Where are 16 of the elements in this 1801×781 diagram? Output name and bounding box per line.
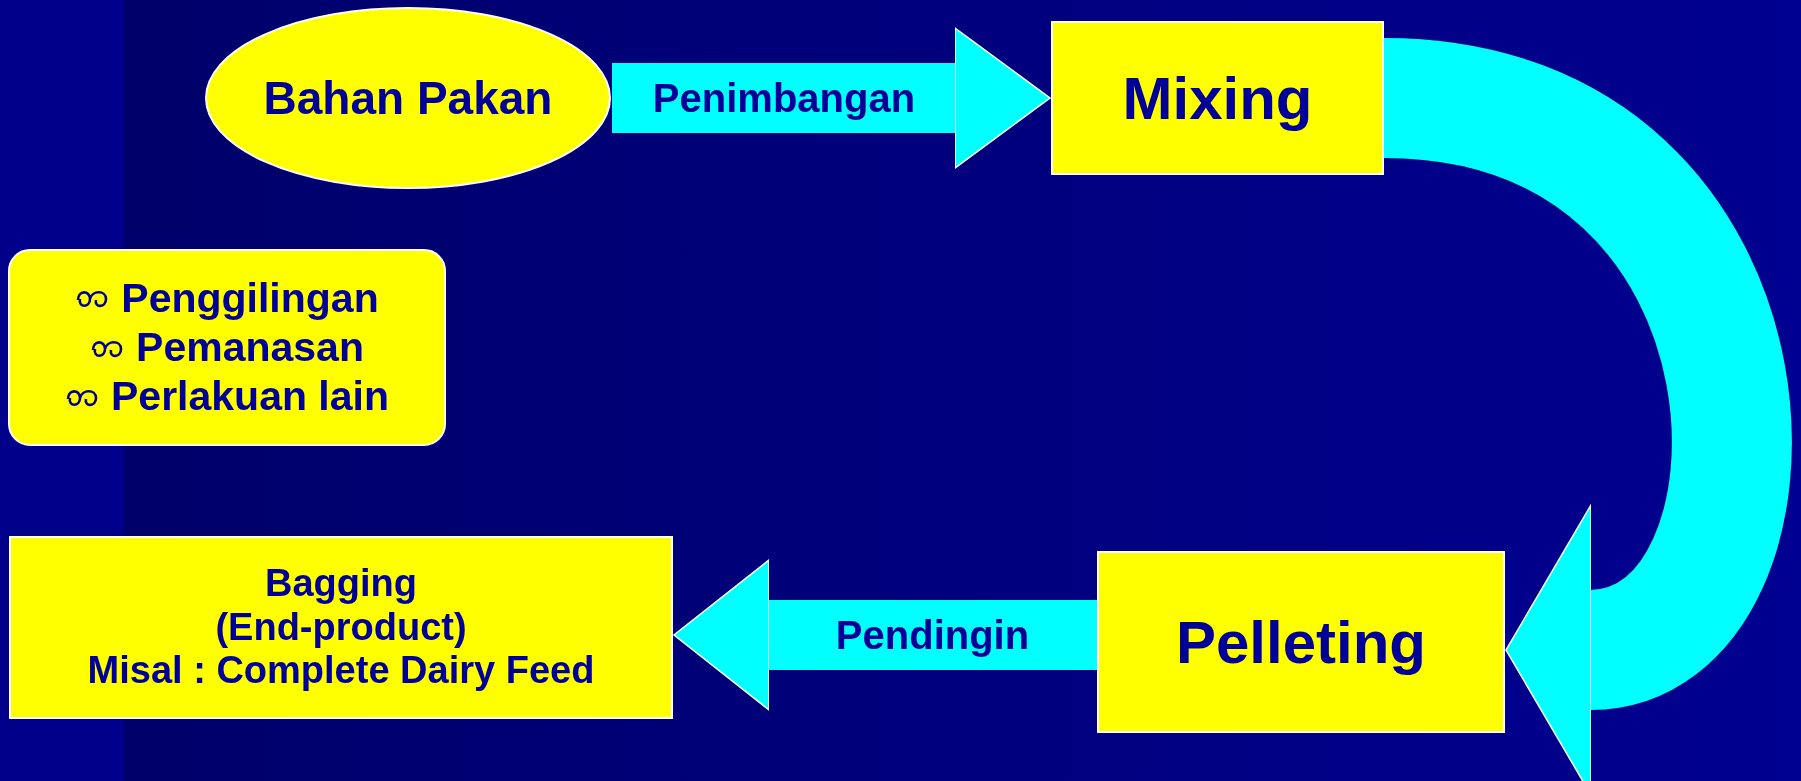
process-box (9, 536, 673, 719)
block-arrow (673, 559, 1097, 711)
list-item: Pemanasan (136, 322, 364, 372)
node-text: (End-product) (215, 605, 467, 650)
node-text: Bagging (265, 561, 417, 606)
node-text: Misal : Complete Dairy Feed (87, 649, 595, 694)
list-item: Perlakuan lain (111, 372, 389, 422)
node-text: Pelleting (1175, 607, 1427, 677)
process-box (1097, 551, 1505, 733)
node-text: Bahan Pakan (263, 71, 553, 125)
block-arrow (612, 27, 1051, 169)
list-item: Penggilingan (121, 273, 379, 323)
ellipse-node (204, 6, 612, 190)
rounded-box (8, 249, 446, 446)
process-box (1051, 21, 1384, 175)
node-text: Mixing (1122, 63, 1313, 133)
